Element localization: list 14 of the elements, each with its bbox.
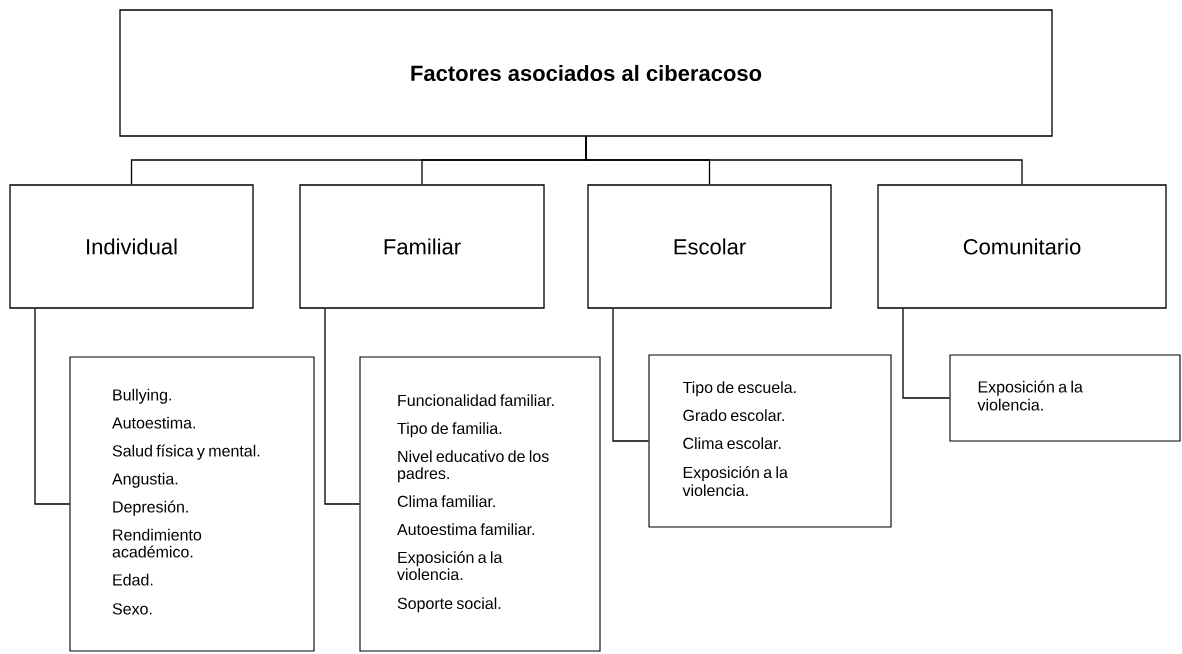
connector-line	[902, 308, 951, 399]
connector-line	[585, 136, 1023, 185]
factor-list-box: Bullying. Autoestima. Salud física y mental. Angustia. Depresión. Rendimiento académico. Edad. Sexo.	[69, 356, 315, 652]
category-box: Individual	[9, 184, 254, 309]
connector-line	[34, 308, 71, 505]
factor-list-box: Funcionalidad familiar. Tipo de familia. Nivel educativo de los padres. Clima familiar. Autoestima familiar. Exposición a la violencia. Soporte social.	[359, 356, 601, 652]
category-box: Comunitario	[877, 184, 1167, 309]
category-box: Escolar	[587, 184, 832, 309]
factor-list-box: Tipo de escuela. Grado escolar. Clima escolar. Exposición a la violencia.	[648, 354, 892, 528]
connector-line	[612, 308, 650, 442]
connector-line	[324, 308, 361, 505]
factor-list-box: Exposición a la violencia.	[949, 354, 1181, 442]
category-box: Familiar	[299, 184, 545, 309]
title-box: Factores asociados al ciberacoso	[119, 9, 1053, 137]
